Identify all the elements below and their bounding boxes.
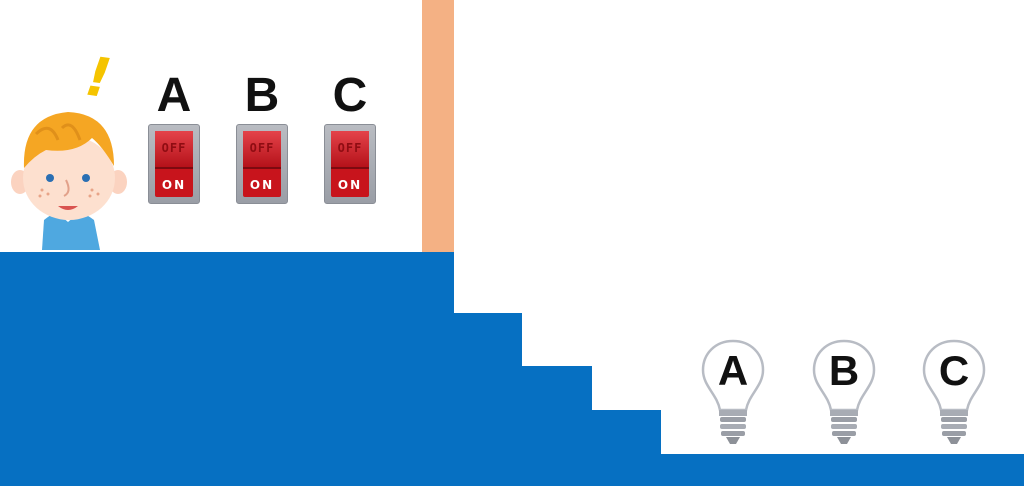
switch-rocker: OFF ON (331, 131, 369, 197)
switch-label-a: A (156, 69, 192, 122)
wall-divider (422, 0, 454, 252)
bulb-label-a: A (717, 347, 749, 394)
light-bulb-a (700, 338, 766, 450)
light-bulb-icon (922, 339, 986, 444)
light-bulb-b (811, 338, 877, 450)
switch-off-text: OFF (161, 141, 187, 155)
switch-rocker: OFF ON (155, 131, 193, 197)
light-bulb-icon (812, 339, 876, 444)
bulb-label-c: C (938, 347, 970, 394)
switch-rocker: OFF ON (243, 131, 281, 197)
switch-off-text: OFF (249, 141, 275, 155)
toggle-switch-b[interactable]: OFF ON (236, 124, 288, 204)
bulb-label-b: B (828, 347, 860, 394)
boy-character (6, 50, 130, 252)
toggle-switch-a[interactable]: OFF ON (148, 124, 200, 204)
boy-icon (11, 112, 127, 250)
switch-on-text: ON (249, 178, 275, 192)
switch-label-b: B (244, 69, 280, 122)
switch-off-text: OFF (337, 141, 363, 155)
floor-stairs (0, 252, 1024, 486)
switch-on-text: ON (161, 178, 187, 192)
switch-on-text: ON (337, 178, 363, 192)
toggle-switch-c[interactable]: OFF ON (324, 124, 376, 204)
light-bulb-c (921, 338, 987, 450)
switch-label-c: C (332, 69, 368, 122)
light-bulb-icon (701, 339, 765, 444)
